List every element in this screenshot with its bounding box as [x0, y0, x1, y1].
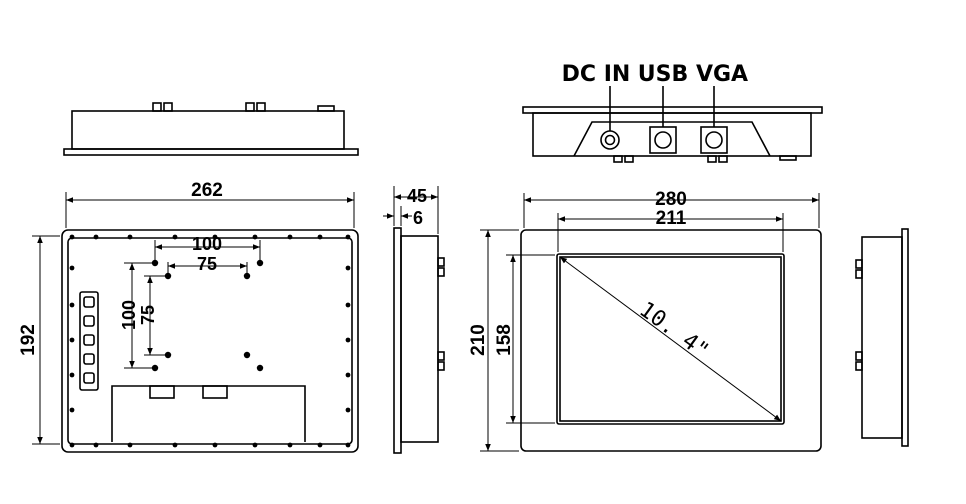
- side-depth-label: 45: [407, 186, 427, 206]
- side-view: [393, 227, 445, 454]
- vesa-inner-width-label: 75: [197, 254, 217, 274]
- rear-width-label: 262: [191, 180, 223, 201]
- rear-connector-2: [202, 385, 228, 399]
- usb-label: USB: [638, 62, 688, 87]
- top-view-bracket-4: [256, 102, 266, 112]
- side-dimensions: [383, 186, 439, 234]
- right-side-bracket-2: [855, 269, 863, 279]
- rear-button-3: [83, 334, 95, 346]
- side-view-bracket-3: [437, 351, 445, 361]
- rear-view: [61, 229, 359, 453]
- port-view-foot-1: [613, 155, 623, 163]
- rear-height-label: 192: [18, 324, 39, 356]
- port-view-foot-5: [779, 155, 797, 161]
- screen-diagonal: [559, 256, 782, 422]
- top-view-flange: [63, 148, 359, 156]
- front-height-label: 210: [468, 324, 489, 356]
- vesa-outer-width-label: 100: [192, 234, 222, 254]
- rear-button-1: [83, 296, 95, 308]
- right-side-bezel: [901, 228, 909, 447]
- vesa-holes: [151, 259, 264, 372]
- vga-label: VGA: [696, 62, 748, 87]
- front-width-label: 280: [655, 189, 687, 210]
- top-view: [63, 102, 359, 156]
- vga-port-inner: [705, 131, 723, 149]
- front-view: [520, 229, 822, 452]
- front-view-screen: [556, 253, 785, 425]
- rear-view-outer: [61, 229, 359, 453]
- rear-dimensions: [32, 192, 355, 445]
- side-view-bracket-1: [437, 257, 445, 267]
- dc-in-label: DC IN: [562, 62, 631, 87]
- port-view-foot-2: [624, 155, 634, 163]
- rear-board-housing: [111, 385, 306, 442]
- rear-button-panel: [79, 291, 99, 391]
- port-view-body: [532, 112, 812, 157]
- port-view-foot-3: [707, 155, 717, 163]
- vesa-inner-height-label: 75: [138, 305, 158, 325]
- diagonal-size-label: 10. 4": [634, 297, 713, 364]
- right-side-bracket-3: [855, 351, 863, 361]
- port-view: [522, 86, 823, 163]
- usb-port: [649, 126, 677, 154]
- rear-screws: [69, 234, 351, 448]
- front-screen-height-label: 158: [494, 324, 515, 356]
- side-view-body: [400, 235, 439, 443]
- top-view-bracket-1: [152, 102, 162, 112]
- front-screen-width-label: 211: [656, 208, 687, 229]
- top-view-connector: [317, 105, 335, 112]
- dc-in-port-inner: [604, 134, 616, 146]
- dc-in-port: [600, 130, 620, 150]
- rear-view-inner: [67, 237, 353, 445]
- side-view-bracket-2: [437, 267, 445, 277]
- top-view-bracket-2: [163, 102, 173, 112]
- vga-port: [700, 126, 728, 154]
- right-side-body: [861, 236, 903, 439]
- vesa-outer-height-label: 100: [119, 300, 139, 330]
- top-view-body: [71, 110, 345, 150]
- side-view-bezel: [393, 227, 402, 454]
- port-view-foot-4: [718, 155, 728, 163]
- front-dimensions: [480, 193, 820, 452]
- right-side-bracket-1: [855, 259, 863, 269]
- front-view-frame: [520, 229, 822, 452]
- rear-button-4: [83, 353, 95, 365]
- top-view-bracket-3: [245, 102, 255, 112]
- right-side-bracket-4: [855, 361, 863, 371]
- usb-port-inner: [654, 131, 672, 149]
- rear-connector-1: [149, 385, 175, 399]
- port-view-recess: [573, 121, 771, 157]
- side-view-bracket-4: [437, 361, 445, 371]
- rear-button-2: [83, 315, 95, 327]
- rear-button-5: [83, 372, 95, 384]
- side-bezel-label: 6: [413, 208, 423, 228]
- port-view-flange: [522, 106, 823, 114]
- right-side-view: [855, 228, 909, 447]
